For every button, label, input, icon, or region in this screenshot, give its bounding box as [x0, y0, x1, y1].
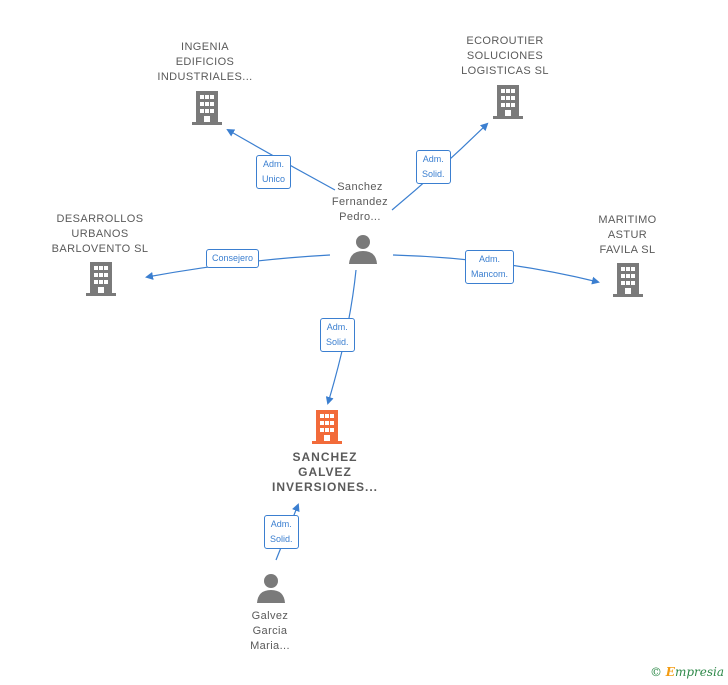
building-icon[interactable]	[312, 410, 342, 449]
edge-label-adm-unico: Adm. Unico	[256, 155, 292, 189]
company-label-ingenia[interactable]: INGENIA EDIFICIOS INDUSTRIALES...	[157, 41, 253, 83]
person-label-galvez[interactable]: Galvez Garcia Maria...	[250, 610, 290, 652]
edge-label-adm-solid-galvez: Adm. Solid.	[264, 515, 299, 549]
building-icon[interactable]	[613, 263, 643, 302]
brand-logo-initial: E	[665, 665, 675, 679]
person-icon[interactable]	[348, 234, 378, 269]
person-label-sanchez[interactable]: Sanchez Fernandez Pedro...	[331, 181, 389, 223]
person-icon[interactable]	[256, 573, 286, 608]
copyright-icon: ©	[649, 665, 662, 679]
building-icon[interactable]	[493, 85, 523, 124]
empresia-watermark: © Empresia	[650, 665, 724, 679]
company-label-maritimo[interactable]: MARITIMO ASTUR FAVILA SL	[598, 214, 657, 256]
building-icon[interactable]	[86, 262, 116, 301]
edge-label-adm-mancom: Adm. Mancom.	[465, 250, 515, 284]
brand-logo-text: mpresia	[674, 665, 724, 679]
focus-company-label[interactable]: SANCHEZ GALVEZ INVERSIONES...	[271, 450, 379, 494]
edge-label-adm-solid-focus: Adm. Solid.	[320, 318, 355, 352]
edge-label-adm-solid-ecoroutier: Adm. Solid.	[416, 150, 451, 184]
company-label-desarrollos[interactable]: DESARROLLOS URBANOS BARLOVENTO SL	[51, 213, 149, 255]
building-icon[interactable]	[192, 91, 222, 130]
company-label-ecoroutier[interactable]: ECOROUTIER SOLUCIONES LOGISTICAS SL	[461, 35, 549, 77]
edge-label-consejero: Consejero	[206, 249, 260, 268]
